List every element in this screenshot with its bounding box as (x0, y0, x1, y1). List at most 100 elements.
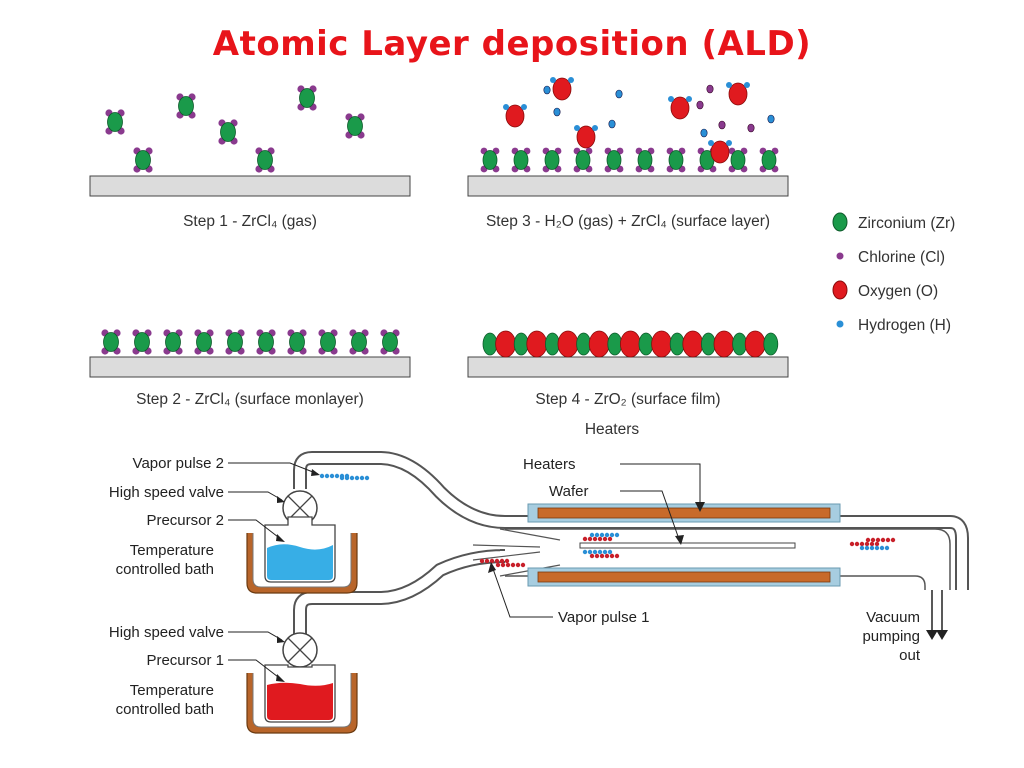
substrate (89, 356, 411, 378)
surface-zr-molecule (480, 147, 500, 173)
zrcl4-molecule (175, 93, 197, 119)
vacuum-label: Vacuum (866, 609, 920, 626)
out-label: out (899, 647, 921, 664)
zirconium-atom (607, 332, 623, 356)
oxygen-atom (713, 330, 735, 358)
step1-panel: Step 1 - ZrCl₄ (gas) (89, 85, 411, 230)
precursor-2-bath (246, 516, 358, 594)
oxygen-atom (682, 330, 704, 358)
surface-layer (480, 147, 779, 173)
surface-zr-molecule (573, 147, 593, 173)
step3-caption: Step 3 - H₂O (gas) + ZrCl₄ (surface laye… (486, 213, 770, 230)
step2-panel: Step 2 - ZrCl₄ (surface monlayer) (89, 328, 411, 408)
zrcl4-molecule (132, 146, 154, 174)
zirconium-atom (701, 332, 716, 356)
chlorine-atom (696, 100, 704, 110)
zrcl4-molecule (224, 328, 246, 356)
zrcl4-molecule (254, 146, 276, 174)
legend: Zirconium (Zr) Chlorine (Cl) Oxygen (O) … (832, 212, 955, 334)
ald-reactor: Vapor pulse 2 High speed valve Precursor… (109, 451, 969, 734)
vapor-pulse-2-label: Vapor pulse 2 (133, 455, 224, 472)
substrate (89, 175, 411, 197)
pumping-label: pumping (862, 628, 920, 645)
oxygen-atom (620, 330, 641, 358)
zirconium-atom (638, 332, 654, 356)
zirconium-atom (482, 332, 498, 356)
hydrogen-atom (767, 114, 775, 124)
legend-label: Hydrogen (H) (858, 317, 951, 334)
hydrogen-swatch (836, 320, 844, 328)
surface-zr-molecule (759, 147, 779, 173)
zrcl4-monolayer (101, 328, 401, 356)
water-molecule (725, 81, 751, 106)
surface-zr-molecule (604, 147, 624, 173)
vapor-pulse-2-molecules (319, 473, 350, 479)
precursor-1-label: Precursor 1 (146, 652, 224, 669)
step2-caption: Step 2 - ZrCl₄ (surface monlayer) (136, 391, 364, 408)
hydrogen-atom (553, 107, 561, 117)
step1-caption: Step 1 - ZrCl₄ (gas) (183, 213, 317, 230)
zrcl4-molecule (217, 119, 239, 146)
chlorine-swatch (836, 252, 844, 260)
zrcl4-molecule (379, 328, 401, 356)
legend-label: Oxygen (O) (858, 283, 938, 300)
water-molecule (549, 76, 575, 101)
surface-zr-molecule (666, 147, 686, 173)
arrow-down-icon (926, 630, 948, 640)
zirconium-swatch (832, 212, 848, 232)
surface-zr-molecule (635, 147, 655, 173)
precursor-2-label: Precursor 2 (146, 512, 224, 529)
zirconium-atom (669, 332, 685, 356)
step4-caption: Step 4 - ZrO₂ (surface film) (535, 391, 720, 408)
temperature-label: Temperature (130, 542, 214, 559)
zirconium-atom (763, 332, 779, 356)
hydrogen-atom (608, 119, 616, 129)
surface-zr-molecule (542, 147, 562, 173)
water-molecule (502, 103, 528, 128)
page-title: Atomic Layer deposition (ALD) (212, 24, 812, 64)
zrcl4-molecule (162, 328, 184, 356)
oxygen-atom (557, 330, 579, 358)
zrcl4-molecule (296, 85, 318, 111)
controlled-bath-label: controlled bath (116, 701, 214, 718)
vapor-pulse-1-label: Vapor pulse 1 (558, 609, 649, 626)
zrcl4-molecule (317, 328, 339, 356)
wafer (579, 542, 796, 549)
zro2-film (482, 330, 779, 358)
zrcl4-molecule (131, 328, 153, 356)
vacuum-outlet (931, 590, 943, 632)
zirconium-atom (576, 332, 591, 356)
surface-zr-molecule (511, 147, 531, 173)
oxygen-atom (651, 330, 672, 358)
zrcl4-molecule (255, 328, 277, 356)
chlorine-atom (718, 120, 726, 130)
step3-panel: Step 3 - H₂O (gas) + ZrCl₄ (surface laye… (467, 76, 789, 230)
oxygen-atom (526, 330, 548, 358)
zirconium-atom (545, 332, 560, 356)
leader-lines (228, 462, 701, 681)
chlorine-atom (706, 84, 714, 94)
oxygen-atom (744, 330, 766, 358)
oxygen-atom (495, 330, 517, 358)
legend-label: Zirconium (Zr) (858, 215, 955, 232)
hydrogen-atom (700, 128, 708, 138)
temperature-label: Temperature (130, 682, 214, 699)
zrcl4-molecule (348, 328, 370, 356)
surface-zr-molecule (728, 147, 748, 173)
water-molecule (573, 124, 599, 149)
zirconium-atom (732, 332, 747, 356)
zrcl4-molecule (286, 328, 308, 356)
water-molecule (667, 95, 693, 120)
high-speed-valve-label: High speed valve (109, 624, 224, 641)
step4-panel: Step 4 - ZrO₂ (surface film) Heaters (467, 330, 789, 438)
substrate (467, 356, 789, 378)
hydrogen-atom (615, 89, 623, 99)
hydrogen-atom (543, 85, 551, 95)
substrate (467, 175, 789, 197)
reactor-wall-top (505, 528, 951, 590)
reactor-wall-bottom (505, 575, 926, 590)
zrcl4-molecule (193, 328, 215, 356)
oxygen-atom (588, 330, 610, 358)
controlled-bath-label: controlled bath (116, 561, 214, 578)
